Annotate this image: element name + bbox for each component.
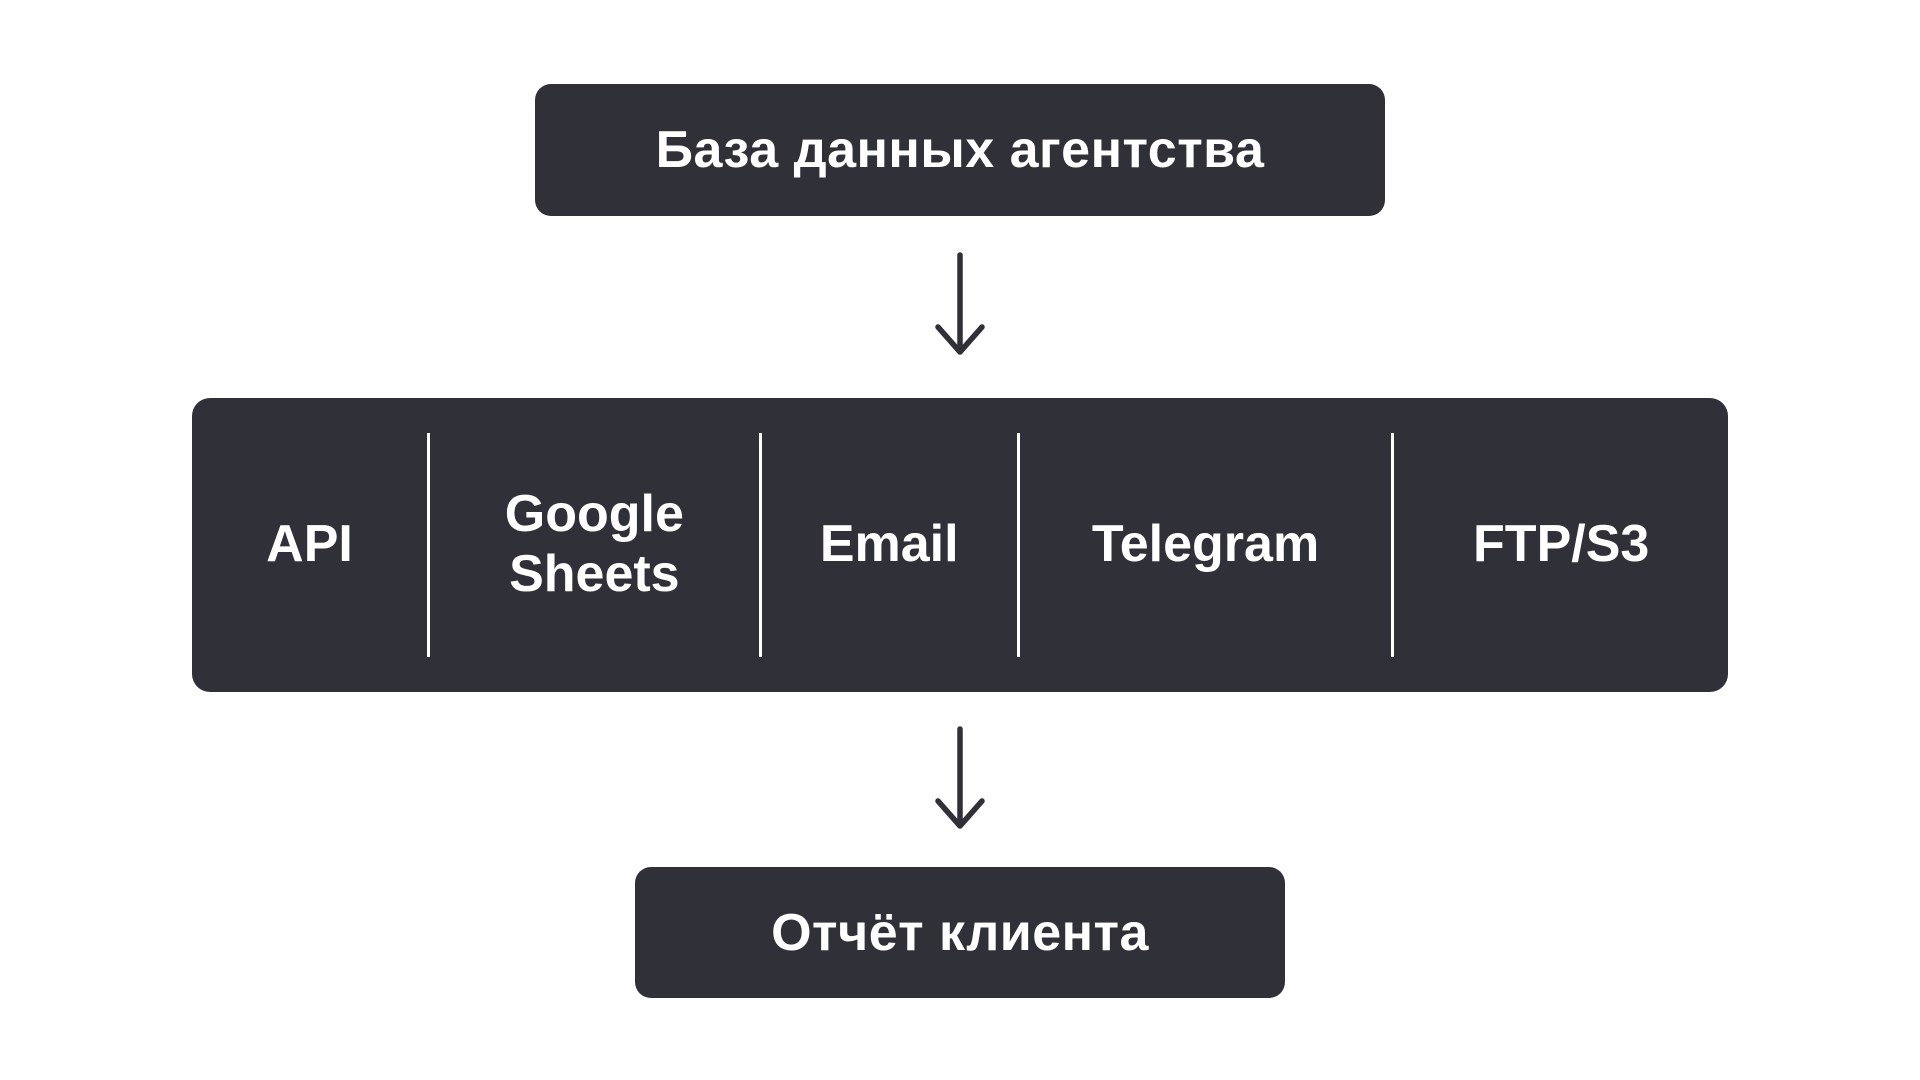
channel-api: API [192,398,427,692]
channels-bar: API Google Sheets Email Telegram FTP/S3 [192,398,1728,692]
down-arrow-icon [929,252,991,360]
channel-divider [427,433,430,657]
channel-divider [1016,433,1020,657]
channel-ftp-s3-label: FTP/S3 [1473,515,1650,574]
report-node: Отчёт клиента [635,867,1285,998]
channel-email-label: Email [819,515,959,574]
database-node-label: База данных агентства [655,121,1265,179]
channel-google-sheets-label: Google Sheets [504,485,684,603]
channel-divider [758,433,762,657]
down-arrow-icon [929,726,991,834]
channel-telegram-label: Telegram [1091,515,1320,574]
report-node-label: Отчёт клиента [771,903,1149,962]
channel-api-label: API [266,515,353,574]
channel-telegram: Telegram [1020,398,1392,692]
channel-ftp-s3: FTP/S3 [1394,398,1728,692]
database-node: База данных агентства [535,84,1385,216]
channel-google-sheets: Google Sheets [430,398,759,692]
channel-email: Email [762,398,1017,692]
channel-divider [1391,433,1395,657]
